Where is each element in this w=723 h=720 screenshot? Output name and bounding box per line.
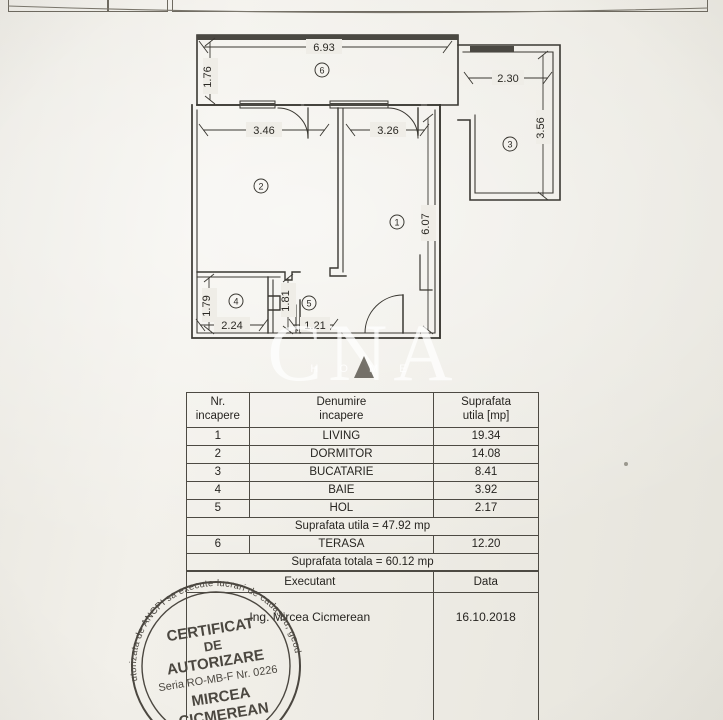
room-marker-5: 5 xyxy=(306,299,311,309)
executant-name-cell: Ing. Mircea Cicmerean xyxy=(186,592,434,720)
dim-bath-width: 2.24 xyxy=(221,320,242,332)
cell-nr: 6 xyxy=(186,535,250,554)
header-suprafata: Suprafata utila [mp] xyxy=(433,392,539,428)
dim-terrace-width: 6.93 xyxy=(313,42,334,54)
cell-name: LIVING xyxy=(248,427,435,446)
top-strip-cell-2 xyxy=(108,0,168,12)
cell-nr: 3 xyxy=(186,463,250,482)
cell-name: TERASA xyxy=(248,535,435,554)
top-strip-code-text: Cod unitate ind. xyxy=(14,0,63,2)
cell-area: 2.17 xyxy=(433,499,539,518)
header-den-line1: Denumire xyxy=(316,396,367,409)
cell-area: 8.41 xyxy=(433,463,539,482)
dim-kitchen-depth: 3.56 xyxy=(535,117,547,138)
cell-name: BUCATARIE xyxy=(248,463,435,482)
header-sup-line1: Suprafata xyxy=(461,396,511,409)
cell-area: 12.20 xyxy=(433,535,539,554)
cell-area: 19.34 xyxy=(433,427,539,446)
floor-plan-drawing: 6.93 1.76 2.30 3.56 3.46 3.26 6.07 1.79 … xyxy=(191,34,561,339)
room-marker-6: 6 xyxy=(319,66,324,76)
room-marker-2: 2 xyxy=(258,182,263,192)
cell-nr: 2 xyxy=(186,445,250,464)
table-row: 4 BAIE 3.92 xyxy=(186,481,539,500)
header-denumire: Denumire incapere xyxy=(248,392,435,428)
top-cutoff-table-strip: Cod unitate ind. xyxy=(8,0,708,12)
dim-living-depth: 6.07 xyxy=(420,213,432,234)
table-row: 2 DORMITOR 14.08 xyxy=(186,445,539,464)
dim-living-width: 3.26 xyxy=(377,125,398,137)
room-marker-4: 4 xyxy=(233,297,238,307)
rooms-table-header-row: Nr. incapere Denumire incapere Suprafata… xyxy=(186,392,539,428)
room-marker-3: 3 xyxy=(507,140,512,150)
page-edge-curve xyxy=(8,5,708,14)
cell-nr: 5 xyxy=(186,499,250,518)
header-nr: Nr. incapere xyxy=(186,392,250,428)
executant-date: 16.10.2018 xyxy=(455,610,516,624)
header-nr-line1: Nr. xyxy=(210,396,226,409)
dim-hall-width: 1.21 xyxy=(304,320,325,332)
table-row: 5 HOL 2.17 xyxy=(186,499,539,518)
total-text: Suprafata totala = 60.12 mp xyxy=(186,553,539,572)
cell-name: DORMITOR xyxy=(248,445,435,464)
header-executant: Executant xyxy=(186,570,434,593)
cell-nr: 1 xyxy=(186,427,250,446)
paper-speck xyxy=(624,462,628,466)
top-strip-cell-3 xyxy=(172,0,708,12)
cell-name: HOL xyxy=(248,499,435,518)
dim-bath-depth: 1.79 xyxy=(201,295,213,316)
dim-kitchen-width: 2.30 xyxy=(497,73,518,85)
executant-body-row: Ing. Mircea Cicmerean 16.10.2018 xyxy=(186,592,540,720)
header-sup-line2: utila [mp] xyxy=(462,410,510,422)
cell-area: 3.92 xyxy=(433,481,539,500)
cell-nr: 4 xyxy=(186,481,250,500)
table-row: 1 LIVING 19.34 xyxy=(186,427,539,446)
subtotal-text: Suprafata utila = 47.92 mp xyxy=(186,517,539,536)
header-den-line2: incapere xyxy=(319,410,364,422)
dim-terrace-depth: 1.76 xyxy=(202,66,214,87)
subtotal-row: Suprafata utila = 47.92 mp xyxy=(186,517,539,536)
cell-area: 14.08 xyxy=(433,445,539,464)
table-row-terasa: 6 TERASA 12.20 xyxy=(186,535,539,554)
executant-name: Ing. Mircea Cicmerean xyxy=(249,610,371,624)
executant-header-row: Executant Data xyxy=(186,570,540,593)
table-row: 3 BUCATARIE 8.41 xyxy=(186,463,539,482)
header-nr-line2: incapere xyxy=(195,410,240,422)
executant-table: Executant Data Ing. Mircea Cicmerean 16.… xyxy=(186,570,540,720)
total-row: Suprafata totala = 60.12 mp xyxy=(186,553,539,572)
cell-name: BAIE xyxy=(248,481,435,500)
dim-bedroom-width: 3.46 xyxy=(253,125,274,137)
dim-hall-depth: 1.81 xyxy=(280,290,292,311)
rooms-table: Nr. incapere Denumire incapere Suprafata… xyxy=(186,392,539,572)
header-data: Data xyxy=(432,570,540,593)
executant-date-cell: 16.10.2018 xyxy=(432,592,540,720)
room-marker-1: 1 xyxy=(394,218,399,228)
